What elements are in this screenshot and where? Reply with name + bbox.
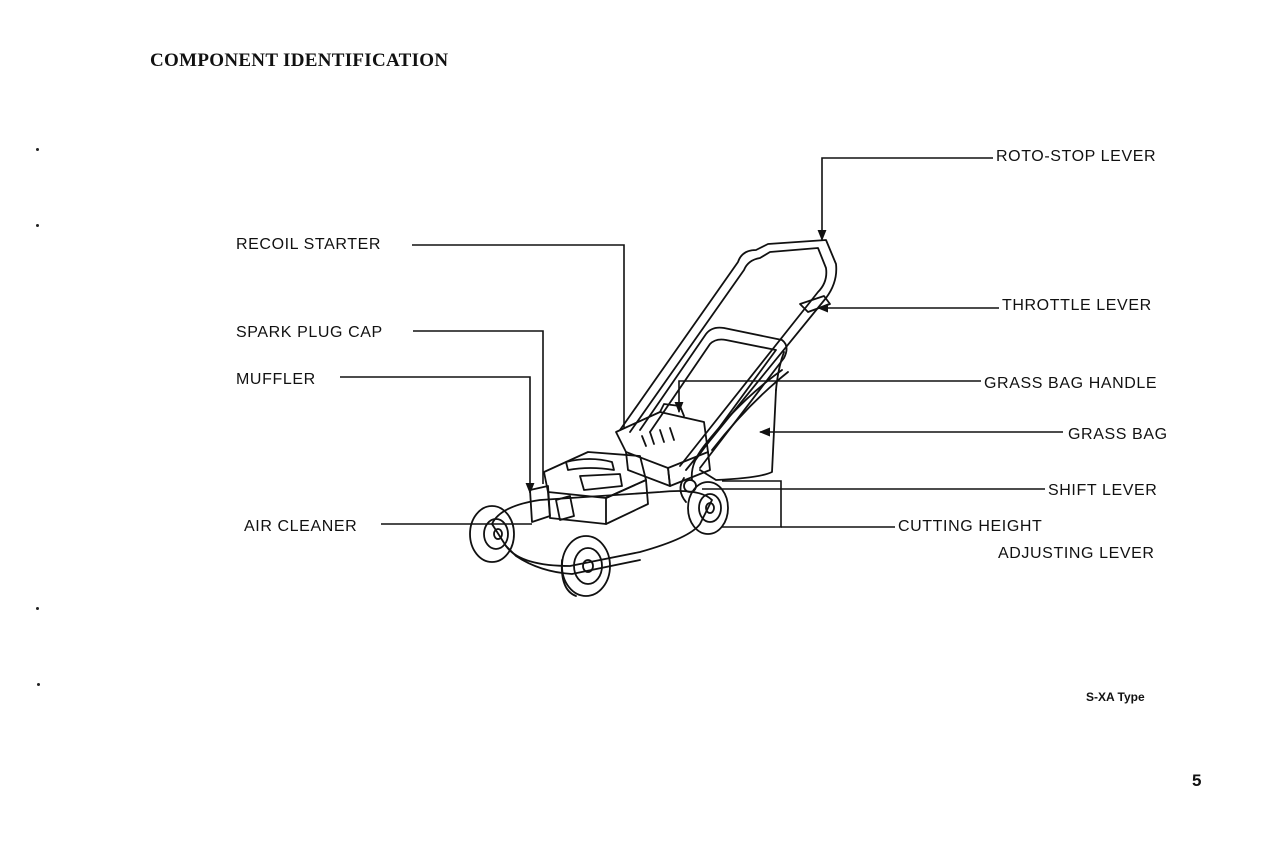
leader-recoil-starter [412, 245, 624, 428]
mower-drawing [470, 240, 836, 596]
leader-muffler [340, 377, 530, 493]
leader-roto-stop [822, 158, 993, 240]
leader-spark-plug [413, 331, 543, 484]
leader-cutting-height-bracket [722, 481, 781, 527]
leader-grass-bag-handle [679, 381, 981, 412]
